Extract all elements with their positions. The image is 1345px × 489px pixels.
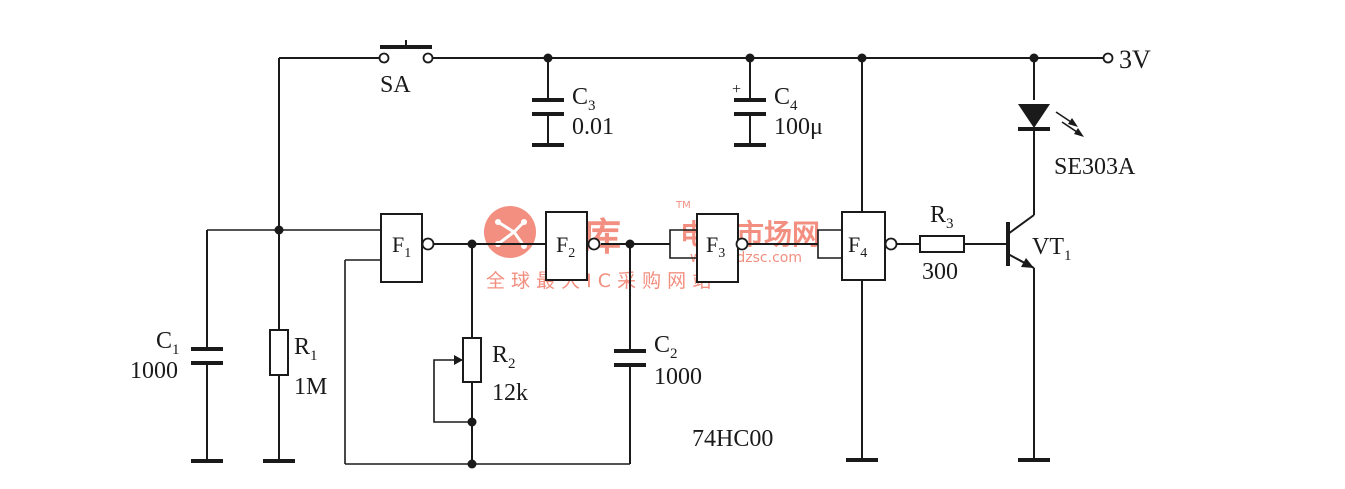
f1-output-bubble <box>421 237 435 251</box>
label-c2-value: 1000 <box>654 364 702 390</box>
wires <box>206 57 1103 465</box>
capacitor-c1: C1 1000 <box>130 328 223 463</box>
label-r2-value: 12k <box>492 380 528 406</box>
led-se303a: SE303A <box>1018 104 1136 180</box>
led-triangle <box>1018 104 1050 128</box>
label-r3: R3 <box>930 202 954 232</box>
watermark: 维库 TM 电子市场网 www.bdzsc.com 全 球 最 大 I C 采 … <box>484 200 820 292</box>
junction-dot <box>625 239 635 249</box>
capacitor-c2: C2 1000 <box>614 332 702 390</box>
potentiometer-r2: R2 12k <box>454 337 528 406</box>
led-emission-arrows-icon <box>1055 111 1084 137</box>
f4-input-loop <box>817 229 842 259</box>
gate-f1: F1 <box>380 213 435 283</box>
watermark-logo-icon <box>484 206 536 258</box>
vt1-emitter-arrow-icon <box>1021 258 1034 268</box>
label-c4-value: 100μ <box>774 114 823 140</box>
junction-dot <box>745 53 755 63</box>
junction-dot <box>467 239 477 249</box>
r2-body <box>462 337 482 383</box>
watermark-tm: TM <box>675 200 691 211</box>
label-ic: 74HC00 <box>692 426 773 452</box>
label-vt1: VT1 <box>1032 234 1072 264</box>
r3-body <box>919 235 965 253</box>
label-f4: F4 <box>848 232 867 261</box>
label-f1: F1 <box>392 232 411 261</box>
junctions <box>274 53 1039 469</box>
gate-f4: F4 <box>817 211 898 462</box>
gate-f3: F3 <box>669 213 749 283</box>
label-r2: R2 <box>492 342 516 372</box>
label-c3-value: 0.01 <box>572 114 614 140</box>
label-supply: 3V <box>1119 45 1151 74</box>
resistor-r3: R3 300 <box>919 202 965 285</box>
junction-dot <box>467 459 477 469</box>
switch-sa: SA <box>378 40 434 98</box>
label-sa: SA <box>380 72 411 98</box>
gate-f2: F2 <box>545 211 601 281</box>
c4-polarity-plus: + <box>732 81 741 98</box>
capacitor-c4: + C4 100μ <box>732 81 823 147</box>
transistor-vt1: VT1 <box>1006 214 1072 462</box>
r2-wiper-arrow-icon <box>454 355 463 365</box>
junction-dot <box>1029 53 1039 63</box>
supply-terminal: 3V <box>1102 45 1151 74</box>
f4-output-bubble <box>884 237 898 251</box>
label-c3: C3 <box>572 84 596 114</box>
watermark-slogan: 全 球 最 大 I C 采 购 网 站 <box>486 270 711 292</box>
label-c4: C4 <box>774 84 798 114</box>
f3-input-loop <box>669 229 697 259</box>
vt1-collector <box>1007 214 1035 235</box>
junction-dot <box>467 417 477 427</box>
switch-terminal-left <box>378 52 390 64</box>
f2-body <box>545 211 588 281</box>
junction-dot <box>543 53 553 63</box>
f3-output-bubble <box>735 237 749 251</box>
f1-body <box>380 213 423 283</box>
label-c1: C1 <box>156 328 180 358</box>
label-c2: C2 <box>654 332 678 362</box>
junction-dot <box>274 225 284 235</box>
r1-body <box>269 329 289 376</box>
junction-dot <box>857 53 867 63</box>
label-r1-value: 1M <box>294 374 327 400</box>
capacitor-c3: C3 0.01 <box>532 84 614 147</box>
label-f3: F3 <box>706 232 725 261</box>
switch-terminal-right <box>422 52 434 64</box>
f3-body <box>696 213 739 283</box>
label-led: SE303A <box>1054 154 1136 180</box>
label-c1-value: 1000 <box>130 358 178 384</box>
label-r1: R1 <box>294 334 318 364</box>
f2-output-bubble <box>587 237 601 251</box>
supply-terminal-circle <box>1102 52 1114 64</box>
resistor-r1: R1 1M <box>263 329 327 463</box>
label-r3-value: 300 <box>922 259 958 285</box>
label-f2: F2 <box>556 232 575 261</box>
wire-r2-wiper <box>433 359 472 423</box>
